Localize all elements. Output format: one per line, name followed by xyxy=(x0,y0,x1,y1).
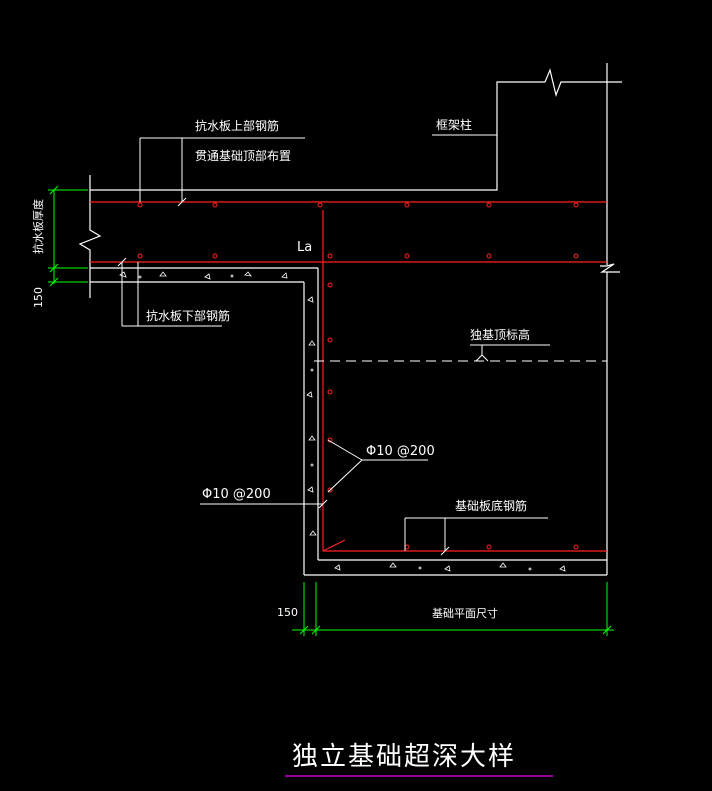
drawing-title: 独立基础超深大样 xyxy=(292,742,516,772)
base-bottom-rebar-label: 基础板底钢筋 xyxy=(455,498,527,513)
top-rebar-through-label: 贯通基础顶部布置 xyxy=(195,148,291,163)
slab-thickness-label: 抗水板厚度 xyxy=(31,199,45,254)
cushion-hatch xyxy=(119,271,566,572)
rebar xyxy=(90,201,607,552)
slab-break-symbol xyxy=(78,175,102,298)
dim-150-bottom: 150 xyxy=(277,606,298,619)
stirrup-right-label: Φ10 @200 xyxy=(366,444,435,459)
frame-column-label: 框架柱 xyxy=(436,117,472,132)
base-plan-size-label: 基础平面尺寸 xyxy=(432,606,498,620)
column-break-symbol xyxy=(544,68,622,98)
rebar-hook xyxy=(322,539,346,552)
concrete-outline xyxy=(78,63,622,576)
bottom-rebar-label: 抗水板下部钢筋 xyxy=(146,308,230,323)
slab-top-line xyxy=(90,81,545,191)
dimensions xyxy=(48,185,614,636)
la-label: La xyxy=(297,240,312,255)
wall-break-symbol xyxy=(600,263,620,273)
stirrup-left-label: Φ10 @200 xyxy=(202,487,271,502)
top-rebar-label: 抗水板上部钢筋 xyxy=(195,118,279,133)
dim-150-left: 150 xyxy=(32,287,45,308)
foundation-top-elev-label: 独基顶标高 xyxy=(470,327,530,342)
leaders xyxy=(117,134,607,556)
